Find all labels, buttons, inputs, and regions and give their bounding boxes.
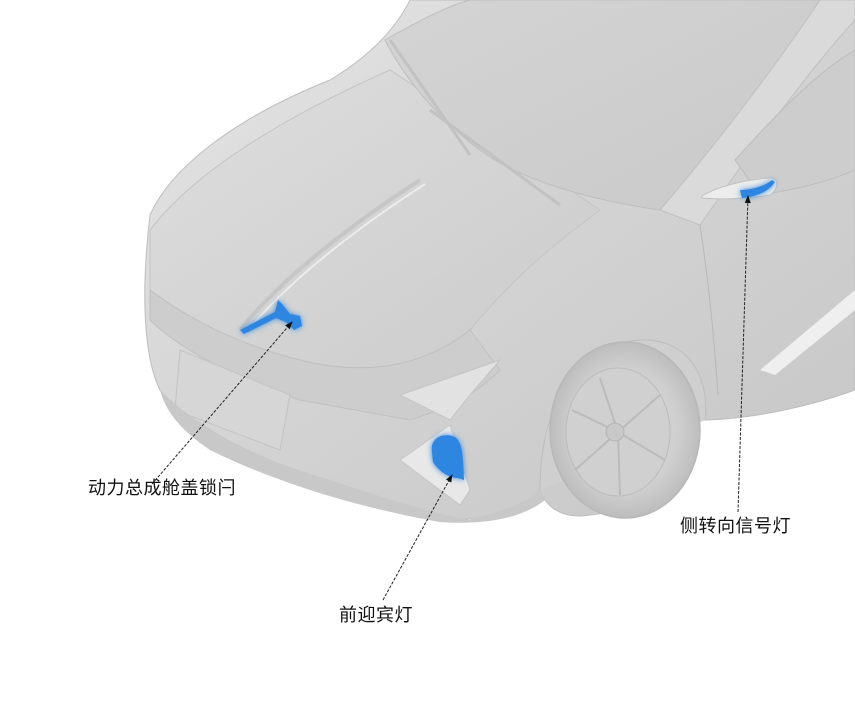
- leader-line-front-welcome-light: [382, 474, 453, 601]
- front-wheel: [549, 341, 701, 519]
- callout-label-hood-latch: 动力总成舱盖锁闩: [88, 478, 236, 499]
- side-turn-signal-component[interactable]: [740, 180, 775, 198]
- leader-line-side-turn-signal: [737, 195, 751, 513]
- leader-line-hood-latch: [151, 321, 293, 485]
- front-welcome-light-component[interactable]: [431, 435, 464, 480]
- callout-label-side-turn-signal: 侧转向信号灯: [680, 516, 791, 537]
- car-body: [144, 0, 855, 523]
- callout-label-front-welcome-light: 前迎宾灯: [339, 605, 413, 626]
- hood-latch-component[interactable]: [240, 300, 302, 334]
- leader-lines: [151, 195, 751, 601]
